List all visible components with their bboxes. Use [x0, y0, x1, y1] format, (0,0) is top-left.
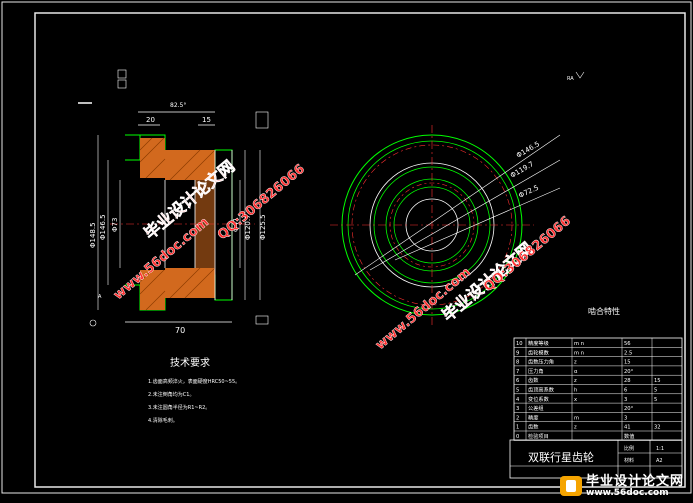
title-block: 双联行星齿轮 比例 1:1 材料 A2	[509, 439, 683, 479]
tech-note-2: 2.未注倒角均为C1。	[148, 391, 194, 398]
material-value: A2	[656, 458, 663, 464]
tech-note-1: 1.齿面高频淬火，表面硬度HRC50~55。	[148, 378, 240, 385]
table-cell: 3	[516, 406, 519, 412]
table-cell: 变位系数	[528, 395, 550, 403]
table-cell: 20°	[624, 406, 634, 412]
tech-note-3: 3.未注圆角半径为R1~R2。	[148, 404, 210, 411]
outer-frame	[1, 1, 692, 494]
table-cell: 4	[516, 397, 520, 403]
table-cell: m n	[574, 341, 584, 347]
table-cell: 2	[516, 415, 519, 421]
table-cell: 齿数	[528, 423, 539, 431]
scale-label: 比例	[624, 445, 634, 452]
dim-d3: Φ120.7	[244, 214, 252, 240]
logo-line2: www.56doc.com	[586, 487, 669, 498]
table-cell: h	[574, 388, 577, 394]
scale-value: 1:1	[656, 446, 664, 452]
table-cell: 15	[654, 378, 661, 384]
table-cell: 41	[624, 425, 631, 431]
title-block-name: 双联行星齿轮	[528, 450, 594, 464]
table-cell: z	[574, 425, 577, 431]
table-cell: 压力角	[528, 367, 544, 375]
section-view: 20 15 82.5°	[78, 69, 269, 335]
dim-d5: Φ41	[232, 218, 240, 232]
table-cell: x	[574, 397, 577, 403]
table-cell: 齿数	[528, 376, 539, 384]
table-cell: 齿数压力角	[528, 358, 554, 366]
table-cell: 3	[624, 415, 627, 421]
dim-d4: Φ125.5	[259, 214, 267, 240]
dim-top-left: 20	[146, 116, 155, 124]
tech-note-4: 4.清除毛刺。	[148, 417, 178, 424]
table-cell: 检验项目	[528, 432, 549, 440]
drawing-border	[34, 12, 686, 488]
svg-text:A: A	[98, 294, 102, 300]
site-logo: 毕业设计论文网 www.56doc.com	[560, 474, 690, 498]
svg-text:RA: RA	[567, 76, 574, 82]
meshing-label: 啮合特性	[588, 306, 620, 316]
table-cell: 10	[516, 341, 523, 347]
table-cell: 精度等级	[528, 339, 549, 347]
watermark-qq-2: QQ:306826066	[481, 214, 574, 295]
table-cell: 6	[624, 388, 627, 394]
dim-top-right: 15	[202, 116, 211, 124]
table-cell: 5	[654, 397, 657, 403]
table-cell: m n	[574, 350, 584, 356]
table-cell: 数值	[624, 432, 634, 440]
dim-top-angle: 82.5°	[170, 102, 186, 109]
table-cell: α	[574, 369, 578, 375]
table-cell: 1	[516, 425, 519, 431]
table-cell: m	[574, 415, 579, 421]
table-cell: 2.5	[624, 350, 632, 356]
table-cell: 5	[516, 388, 519, 394]
tech-requirements: 技术要求 1.齿面高频淬火，表面硬度HRC50~55。 2.未注倒角均为C1。 …	[148, 356, 240, 424]
table-cell: 0	[516, 434, 519, 440]
table-cell: 6	[516, 378, 519, 384]
logo-line1: 毕业设计论文网	[586, 473, 685, 489]
table-cell: 15	[624, 360, 631, 366]
dim-d-outer: Φ148.5	[89, 222, 97, 248]
table-cell: 56	[624, 341, 631, 347]
table-cell: 公差组	[528, 404, 544, 412]
table-cell: 8	[516, 360, 519, 366]
table-cell: z	[574, 378, 577, 384]
table-cell: z	[574, 360, 577, 366]
table-cell: 32	[654, 425, 661, 431]
table-cell: 7	[516, 369, 519, 375]
table-cell: 28	[624, 378, 631, 384]
table-cell: 9	[516, 350, 519, 356]
table-cell: 20°	[624, 369, 634, 375]
table-cell: 5	[654, 388, 657, 394]
dim-d1: Φ146.5	[99, 214, 107, 240]
dim-d2: Φ73	[111, 218, 119, 232]
dim-right-d3: Φ72.5	[517, 184, 540, 200]
logo-mark-icon	[560, 476, 582, 496]
table-cell: 齿顶高系数	[528, 386, 555, 394]
watermarks: 毕业设计论文网 www.56doc.com QQ:306826066 毕业设计论…	[111, 156, 574, 353]
table-cell: 精度	[528, 413, 538, 421]
material-label: 材料	[624, 457, 634, 464]
table-cell: 齿轮模数	[528, 348, 550, 356]
tech-title: 技术要求	[170, 356, 210, 369]
dim-bottom-length: 70	[175, 326, 185, 335]
table-cell: 3	[624, 397, 627, 403]
